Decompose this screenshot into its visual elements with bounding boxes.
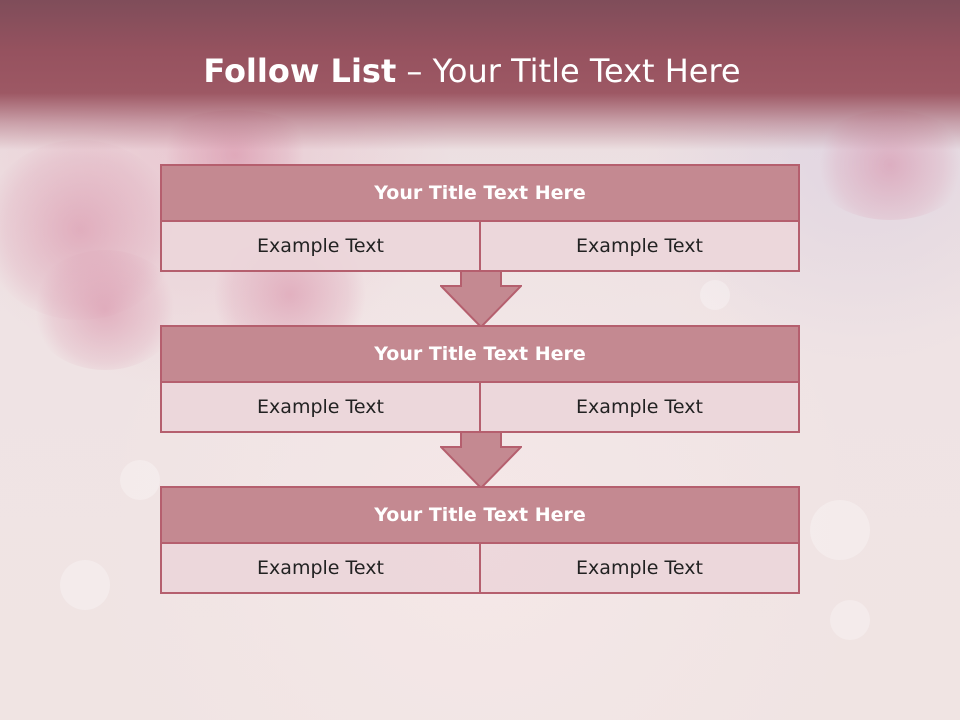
step-cell-right: Example Text — [479, 544, 798, 592]
bokeh-light — [830, 600, 870, 640]
step-box-3: Your Title Text Here Example Text Exampl… — [160, 486, 800, 594]
step-box-2: Your Title Text Here Example Text Exampl… — [160, 325, 800, 433]
step-title: Your Title Text Here — [162, 327, 798, 383]
slide-title-rest: – Your Title Text Here — [396, 52, 741, 90]
step-cell-left: Example Text — [257, 557, 384, 579]
step-cell-left: Example Text — [257, 396, 384, 418]
step-box-1: Your Title Text Here Example Text Exampl… — [160, 164, 800, 272]
step-title: Your Title Text Here — [162, 488, 798, 544]
step-row: Example Text Example Text — [162, 222, 798, 270]
header-band — [0, 0, 960, 150]
step-cell-right: Example Text — [479, 383, 798, 431]
slide-title: Follow List – Your Title Text Here — [0, 52, 944, 90]
step-cell-left: Example Text — [257, 235, 384, 257]
step-row: Example Text Example Text — [162, 383, 798, 431]
bokeh-light — [120, 460, 160, 500]
step-cell-right: Example Text — [479, 222, 798, 270]
slide-title-bold: Follow List — [203, 52, 397, 90]
bokeh-light — [810, 500, 870, 560]
down-arrow-icon — [440, 270, 522, 328]
step-row: Example Text Example Text — [162, 544, 798, 592]
blossom-decoration — [30, 250, 180, 370]
step-title: Your Title Text Here — [162, 166, 798, 222]
bokeh-light — [60, 560, 110, 610]
down-arrow-icon — [440, 431, 522, 489]
bokeh-light — [700, 280, 730, 310]
